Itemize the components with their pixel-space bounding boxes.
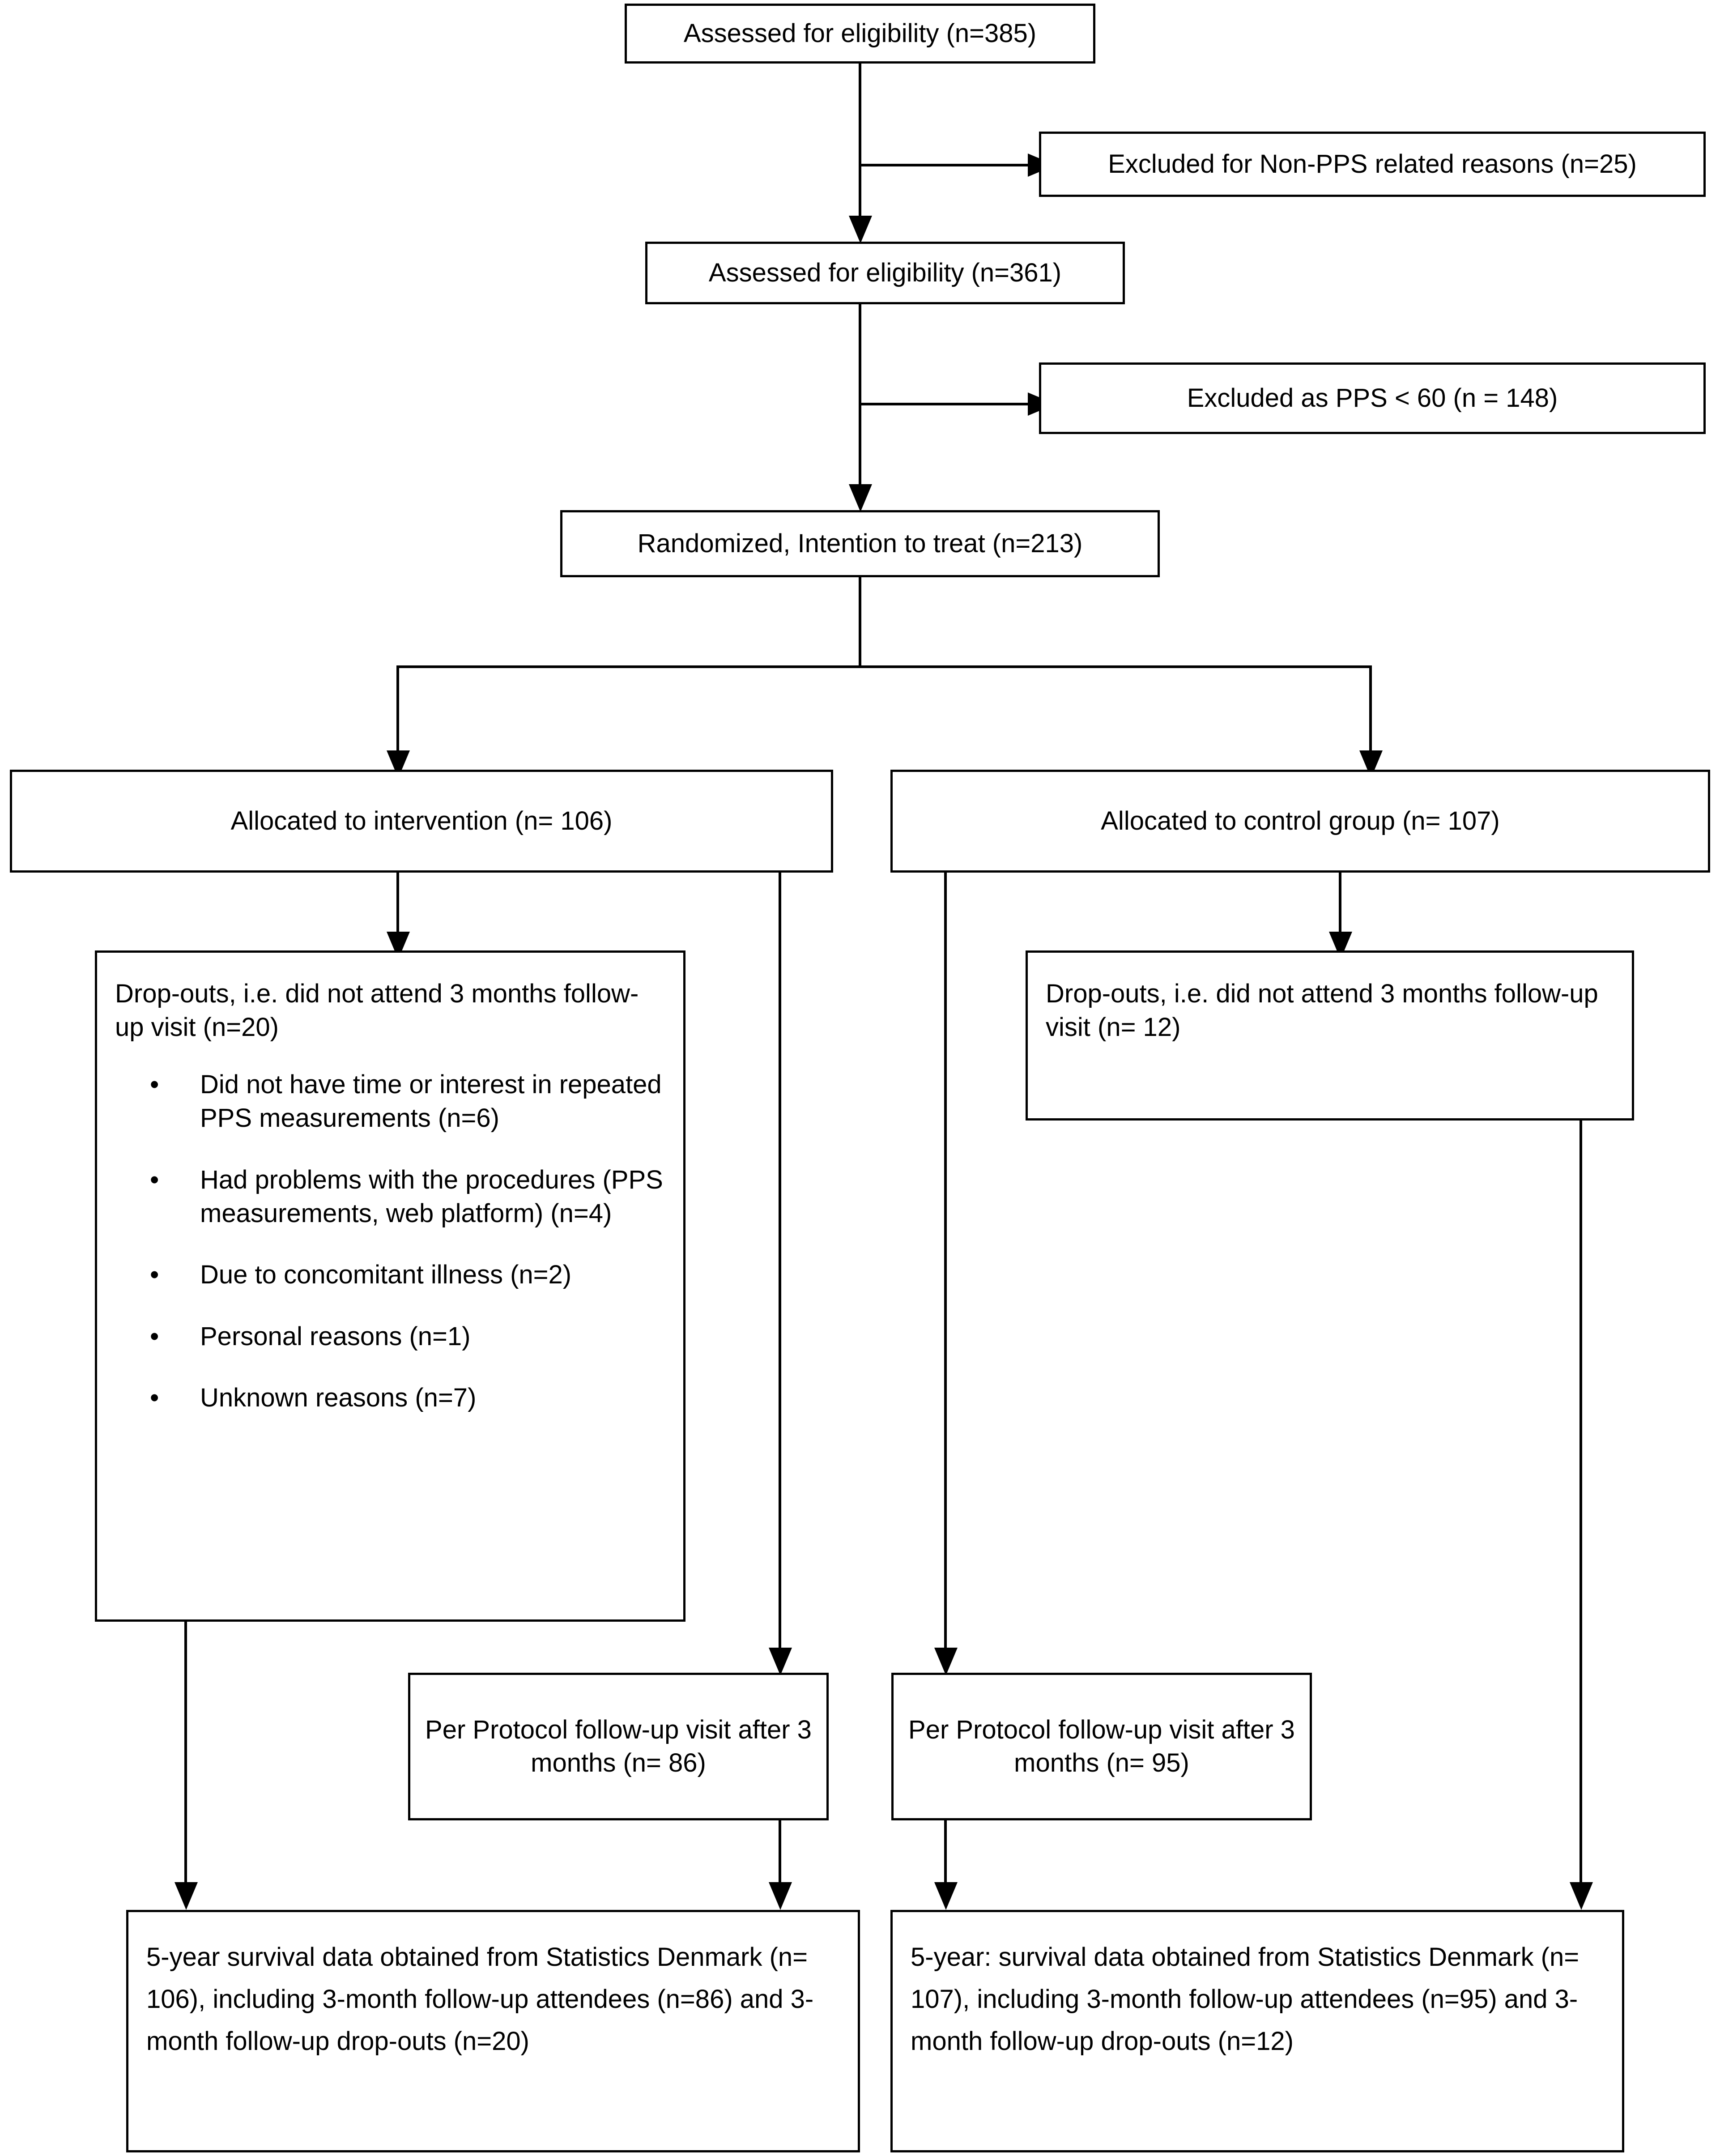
node-survival-intervention: 5-year survival data obtained from Stati…: [126, 1910, 860, 2152]
node-survival-intervention-label: 5-year survival data obtained from Stati…: [146, 1943, 814, 2056]
connector-intervention-dropouts-to-survival: [184, 1622, 187, 1887]
node-allocated-intervention-label: Allocated to intervention (n= 106): [230, 806, 613, 835]
node-excluded-non-pps-25-label: Excluded for Non-PPS related reasons (n=…: [1108, 149, 1637, 179]
list-item-label: Unknown reasons (n=7): [200, 1383, 477, 1413]
node-excluded-pps-below-60-label: Excluded as PPS < 60 (n = 148): [1187, 383, 1558, 413]
bullet-icon: •: [150, 1260, 159, 1290]
bullet-icon: •: [150, 1321, 159, 1351]
connector-to-excluded-pps60: [859, 403, 1029, 405]
list-item-label: Had problems with the procedures (PPS me…: [200, 1165, 663, 1228]
dropouts-intervention-heading: Drop-outs, i.e. did not attend 3 months …: [115, 979, 639, 1042]
node-per-protocol-intervention: Per Protocol follow-up visit after 3 mon…: [408, 1673, 829, 1820]
node-assessed-eligibility-361: Assessed for eligibility (n=361): [645, 242, 1125, 304]
node-excluded-non-pps-25: Excluded for Non-PPS related reasons (n=…: [1039, 132, 1706, 197]
arrowhead-to-randomized: [849, 484, 872, 512]
node-per-protocol-intervention-label: Per Protocol follow-up visit after 3 mon…: [425, 1715, 812, 1777]
dropouts-intervention-body: Drop-outs, i.e. did not attend 3 months …: [115, 977, 665, 1415]
node-assessed-eligibility-385-label: Assessed for eligibility (n=385): [683, 18, 1037, 48]
node-assessed-eligibility-361-label: Assessed for eligibility (n=361): [708, 258, 1062, 287]
arrowhead-control-dropouts-to-survival: [1570, 1882, 1593, 1910]
connector-pp-intervention-to-survival: [779, 1820, 781, 1887]
connector-randomized-to-control: [1369, 665, 1372, 755]
node-excluded-pps-below-60: Excluded as PPS < 60 (n = 148): [1039, 362, 1706, 434]
dropout-reason-list: • Did not have time or interest in repea…: [115, 1068, 665, 1415]
list-item-label: Did not have time or interest in repeate…: [200, 1069, 662, 1133]
dropouts-control-heading: Drop-outs, i.e. did not attend 3 months …: [1046, 979, 1598, 1042]
bullet-icon: •: [150, 1165, 159, 1194]
list-item: • Did not have time or interest in repea…: [115, 1068, 665, 1135]
list-item: • Had problems with the procedures (PPS …: [115, 1163, 665, 1231]
node-allocated-intervention: Allocated to intervention (n= 106): [10, 770, 833, 873]
bullet-icon: •: [150, 1069, 159, 1099]
node-randomized-itt-label: Randomized, Intention to treat (n=213): [637, 528, 1083, 558]
connector-control-to-dropouts: [1339, 873, 1341, 936]
arrowhead-to-intervention-per-protocol: [769, 1648, 792, 1675]
connector-randomized-split-bar: [396, 665, 1372, 668]
connector-randomized-to-intervention: [396, 665, 399, 755]
list-item-label: Due to concomitant illness (n=2): [200, 1260, 572, 1290]
connector-to-excluded-non-pps: [859, 164, 1029, 166]
connector-pp-control-to-survival: [944, 1820, 947, 1887]
node-survival-control: 5-year: survival data obtained from Stat…: [890, 1910, 1624, 2152]
node-allocated-control-label: Allocated to control group (n= 107): [1101, 806, 1500, 835]
arrowhead-to-control-per-protocol: [934, 1648, 958, 1675]
node-assessed-eligibility-385: Assessed for eligibility (n=385): [625, 4, 1095, 64]
connector-intervention-to-per-protocol: [779, 873, 781, 1652]
arrowhead-pp-control-to-survival: [934, 1882, 958, 1910]
list-item: • Personal reasons (n=1): [115, 1320, 665, 1353]
list-item-label: Personal reasons (n=1): [200, 1321, 471, 1351]
arrowhead-to-assessed2: [849, 216, 872, 243]
node-randomized-itt: Randomized, Intention to treat (n=213): [560, 510, 1160, 577]
node-survival-control-label: 5-year: survival data obtained from Stat…: [911, 1943, 1580, 2056]
connector-randomized-stem: [859, 577, 861, 667]
connector-control-to-per-protocol: [944, 873, 947, 1652]
connector-intervention-to-dropouts: [396, 873, 399, 936]
node-allocated-control: Allocated to control group (n= 107): [890, 770, 1710, 873]
node-dropouts-intervention: Drop-outs, i.e. did not attend 3 months …: [95, 950, 685, 1622]
bullet-icon: •: [150, 1383, 159, 1413]
node-per-protocol-control: Per Protocol follow-up visit after 3 mon…: [891, 1673, 1312, 1820]
node-dropouts-control: Drop-outs, i.e. did not attend 3 months …: [1026, 950, 1634, 1121]
dropouts-control-body: Drop-outs, i.e. did not attend 3 months …: [1046, 977, 1614, 1044]
arrowhead-intervention-dropouts-to-survival: [175, 1882, 198, 1910]
list-item: • Due to concomitant illness (n=2): [115, 1258, 665, 1291]
list-item: • Unknown reasons (n=7): [115, 1381, 665, 1415]
connector-assessed2-to-randomized: [859, 304, 861, 489]
arrowhead-pp-intervention-to-survival: [769, 1882, 792, 1910]
connector-control-dropouts-to-survival: [1580, 1121, 1582, 1887]
node-per-protocol-control-label: Per Protocol follow-up visit after 3 mon…: [908, 1715, 1295, 1777]
connector-assessed1-to-assessed2: [859, 64, 861, 220]
